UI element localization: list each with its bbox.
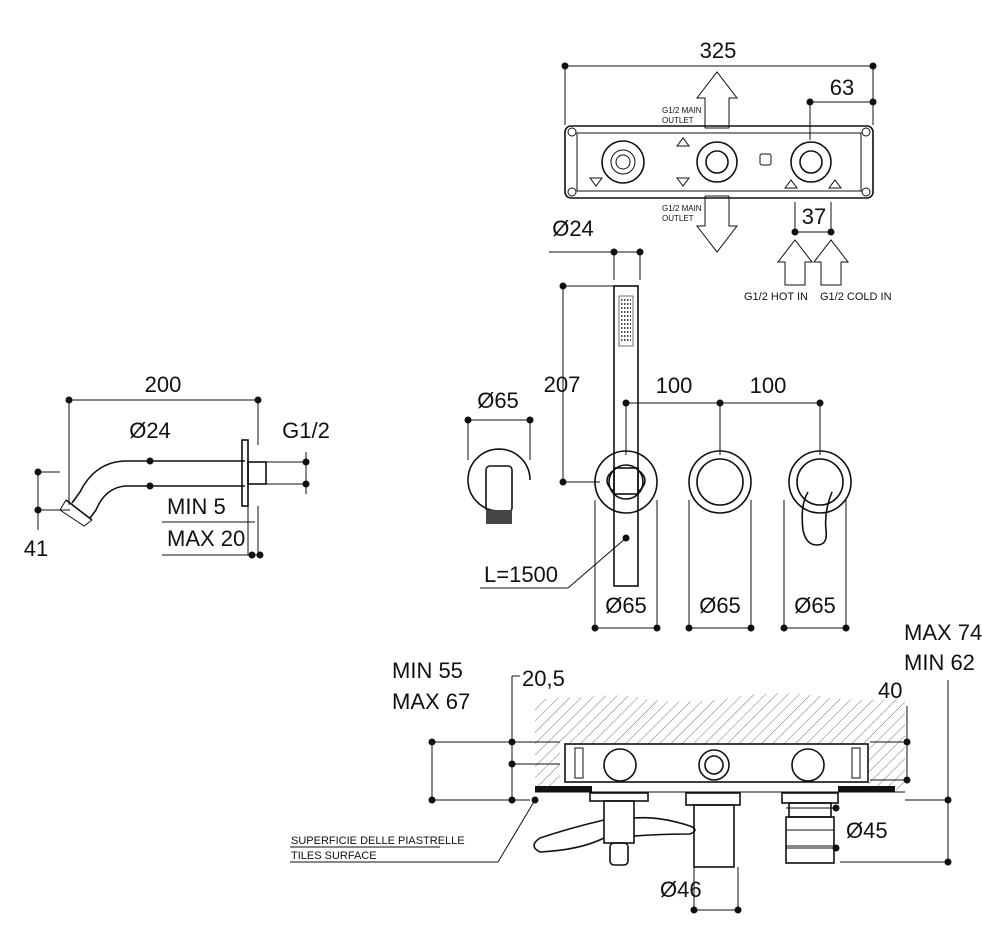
main-outlet-bottom-label-2: OUTLET <box>662 214 694 223</box>
hot-in-label: G1/2 HOT IN <box>744 291 808 303</box>
dim-spacing-2: 100 <box>750 373 787 398</box>
dim-max20: MAX 20 <box>167 526 245 551</box>
outlet-down-arrow-icon <box>695 196 739 253</box>
cold-in-label: G1/2 COLD IN <box>820 291 892 303</box>
hot-inlet-arrow-icon <box>776 239 814 286</box>
dim-41: 41 <box>24 536 48 561</box>
dim-dia-46: Ø46 <box>660 877 702 902</box>
dim-40: 40 <box>878 678 902 703</box>
dim-min5: MIN 5 <box>167 494 226 519</box>
cold-inlet-arrow-icon <box>812 239 850 286</box>
dim-63: 63 <box>830 75 854 100</box>
dim-spout-dia: Ø24 <box>129 418 171 443</box>
tiles-label-it: SUPERFICIE DELLE PIASTRELLE <box>291 835 465 847</box>
dim-rosette-3: Ø65 <box>794 593 836 618</box>
dim-max67: MAX 67 <box>392 689 470 714</box>
dim-thread: G1/2 <box>282 418 330 443</box>
tiles-label-en: TILES SURFACE <box>291 850 377 862</box>
main-outlet-top-label-2: OUTLET <box>662 116 694 125</box>
dim-hand-shower-dia: Ø24 <box>552 216 594 241</box>
dim-spacing-1: 100 <box>656 373 693 398</box>
front-view: Ø24 207 Ø65 100 100 <box>464 216 852 632</box>
dim-hose-length: L=1500 <box>484 562 558 587</box>
spout-side-view: 200 Ø24 G1/2 MIN 5 MAX 20 41 <box>24 372 330 561</box>
dim-dia-45: Ø45 <box>846 818 888 843</box>
dim-37: 37 <box>802 204 826 229</box>
dim-rosette-1: Ø65 <box>605 593 647 618</box>
shower-nozzles-icon <box>618 295 634 347</box>
main-outlet-bottom-label: G1/2 MAIN <box>662 204 702 213</box>
built-in-box-plan: 325 63 G1/2 MAIN OUTLET G1/2 MAIN OUTLET <box>561 38 892 303</box>
main-outlet-top-label: G1/2 MAIN <box>662 106 702 115</box>
section-view: MIN 55 MAX 67 20,5 MAX 74 MIN 62 40 Ø45 … <box>290 620 982 914</box>
dim-20-5: 20,5 <box>522 666 565 691</box>
dim-325: 325 <box>700 38 737 63</box>
outlet-up-arrow-icon <box>695 71 739 128</box>
dim-rosette-2: Ø65 <box>699 593 741 618</box>
dim-207: 207 <box>544 372 581 397</box>
dim-200: 200 <box>145 372 182 397</box>
dim-min62: MIN 62 <box>904 650 975 675</box>
dim-holder-dia: Ø65 <box>477 388 519 413</box>
dim-min55: MIN 55 <box>392 658 463 683</box>
dim-max74: MAX 74 <box>904 620 982 645</box>
